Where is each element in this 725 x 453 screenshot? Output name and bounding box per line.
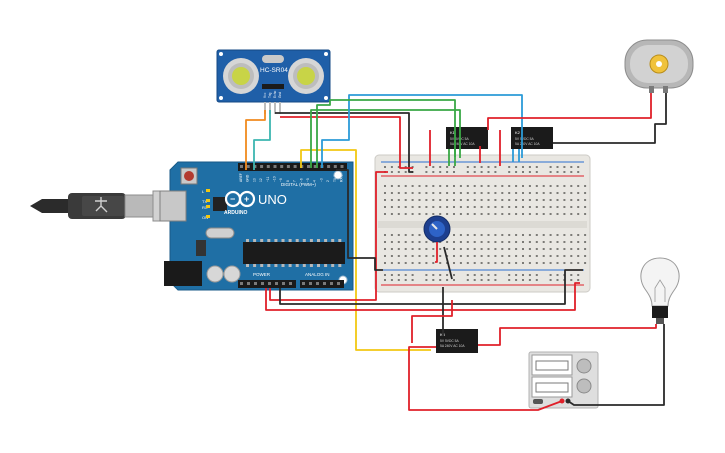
sensor-pin-label: Trig [268,92,272,98]
wire-5v-red [269,171,388,301]
relay-bottom-rating1: 5V 5VDC 5A [440,339,459,343]
wire-supply-red [408,346,563,411]
wire-sensor-orange [245,110,266,170]
digital-pin-label: 7 [293,180,297,182]
digital-pin-label: 4 [313,180,317,182]
breadboard [374,154,591,293]
digital-pin-label: TX 1 [333,175,337,182]
digital-label: DIGITAL (PWM~) [281,182,316,187]
svg-text:−: − [230,194,235,204]
power-supply [528,351,599,409]
power-label: POWER [253,272,271,277]
relay-right-id: K2 [515,130,521,135]
svg-text:+: + [244,194,249,204]
wire-sensor-red [280,116,413,169]
relay-left-id: K1 [450,130,456,135]
wire-red-bottom [265,282,580,311]
dc-motor [624,39,694,93]
led-label: L [202,189,205,194]
digital-pin-label: ~9 [279,178,283,182]
digital-pin-label: ~3 [319,178,323,182]
wire-motor-black [553,93,667,144]
wire-sensor-black [275,112,413,173]
relay-bottom-rating2: 5A 240V AC 10A [440,344,465,348]
wire-green-1 [310,109,461,168]
wires [245,93,667,411]
wire-yellow [300,149,431,351]
led-label: ON [202,215,208,220]
digital-pin-label: ~6 [299,178,303,182]
potentiometer [423,215,451,243]
digital-pin-label: AREF [239,173,243,182]
led-label: TX [202,199,207,204]
wire-bulb-black [567,324,665,406]
digital-pin-label: GND [246,174,250,182]
sensor-pin-label: Echo [273,91,277,98]
led-indicator [206,189,210,192]
light-bulb [640,257,680,324]
wire-motor-red [487,93,652,130]
digital-pin-label: 13 [252,178,256,182]
usb-cable [30,190,182,222]
sensor-pin-label: Vcc [263,92,267,98]
led-indicator [206,205,210,208]
wire-gnd-black-2 [336,169,383,271]
wire-green-2 [316,99,456,168]
wire-bulb-red [478,324,657,346]
digital-pin-label: ~5 [306,178,310,182]
led-indicator [206,215,210,218]
relay-right: K2 5V 5VDC 5A 5A 240V AC 10A [511,127,553,149]
sensor-model-label: HC-SR04 [260,67,288,74]
wire-gnd-black [279,269,583,305]
relay-right-rating2: 5A 240V AC 10A [515,142,540,146]
sensor-pin-label: Gnd [278,92,282,98]
relay-right-rating1: 5V 5VDC 5A [515,137,534,141]
digital-pin-label: ~11 [266,176,270,182]
digital-pin-label: 8 [286,180,290,182]
wire-sensor-teal [253,110,271,170]
arduino-brand: ARDUINO [224,210,247,216]
arduino-model: UNO [258,192,287,207]
led-label: RX [202,205,208,210]
digital-pin-label: 2 [326,180,330,182]
arduino-uno: − + UNO ARDUINO DIGITAL (PWM~) POWER ANA… [159,161,354,291]
wire-bottom-red [411,300,453,343]
led-indicator [206,199,210,202]
wire-blue-1 [321,94,523,168]
digital-pin-label: ~10 [273,176,277,182]
analog-label: ANALOG IN [305,272,330,277]
digital-pin-label: RX 0 [340,175,344,182]
relay-left: K1 5V 5VDC 5A 5A 240V AC 10A [446,127,488,149]
digital-pin-label: 12 [259,178,263,182]
relay-left-rating2: 5A 240V AC 10A [450,142,475,146]
